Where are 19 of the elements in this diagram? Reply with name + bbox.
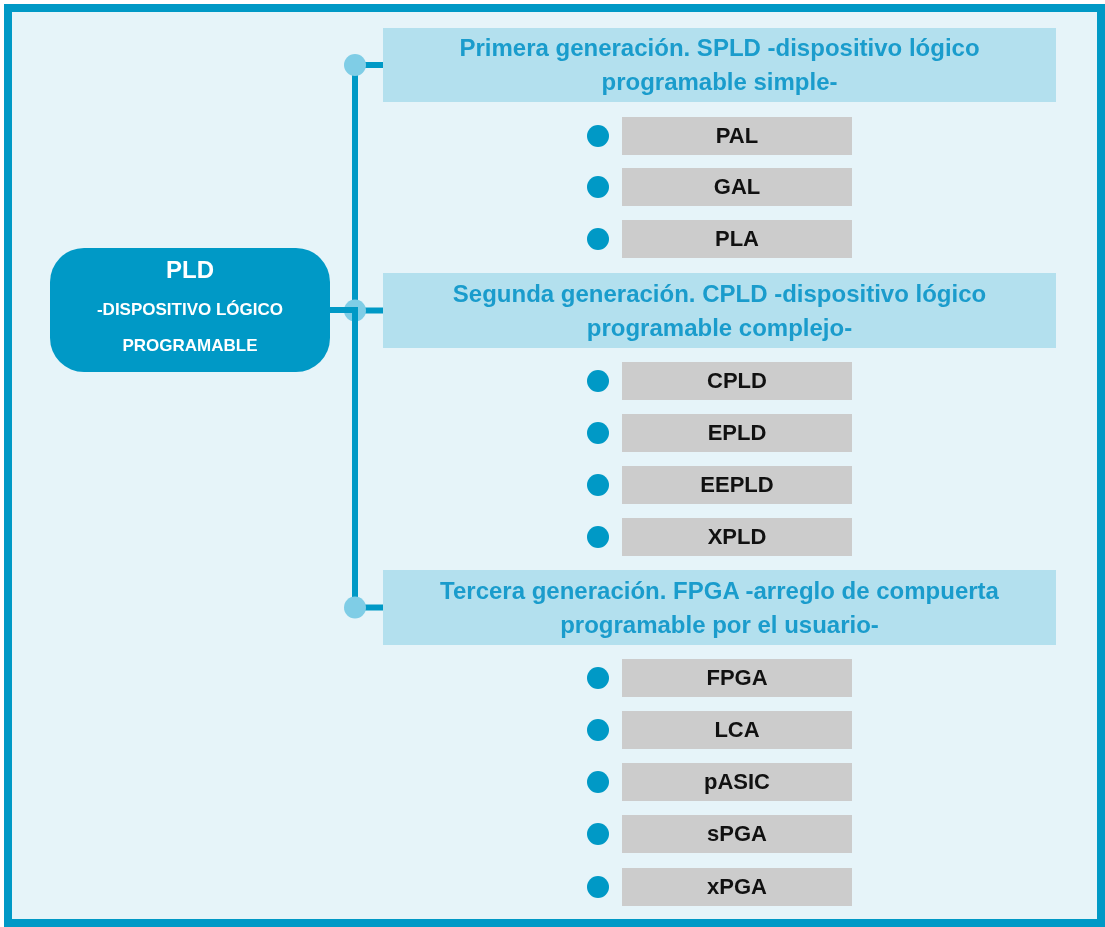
- device-box: xPGA: [622, 868, 852, 906]
- generation-header: Primera generación. SPLD -dispositivo lógico programable simple-: [383, 28, 1056, 102]
- device-box: PAL: [622, 117, 852, 155]
- generation-header: Tercera generación. FPGA -arreglo de compuerta programable por el usuario-: [383, 570, 1056, 645]
- device-box: EPLD: [622, 414, 852, 452]
- device-box: EEPLD: [622, 466, 852, 504]
- node-subtitle: -DISPOSITIVO LÓGICO PROGRAMABLE: [95, 299, 285, 357]
- device-box: XPLD: [622, 518, 852, 556]
- device-box: PLA: [622, 220, 852, 258]
- device-box: GAL: [622, 168, 852, 206]
- device-box: FPGA: [622, 659, 852, 697]
- bracket-connector: [330, 307, 383, 619]
- device-box: sPGA: [622, 815, 852, 853]
- generation-header: Segunda generación. CPLD -dispositivo lógico programable complejo-: [383, 273, 1056, 348]
- node-title: PLD: [166, 256, 214, 284]
- device-box: pASIC: [622, 763, 852, 801]
- device-box: LCA: [622, 711, 852, 749]
- device-box: CPLD: [622, 362, 852, 400]
- root-node: [50, 248, 330, 372]
